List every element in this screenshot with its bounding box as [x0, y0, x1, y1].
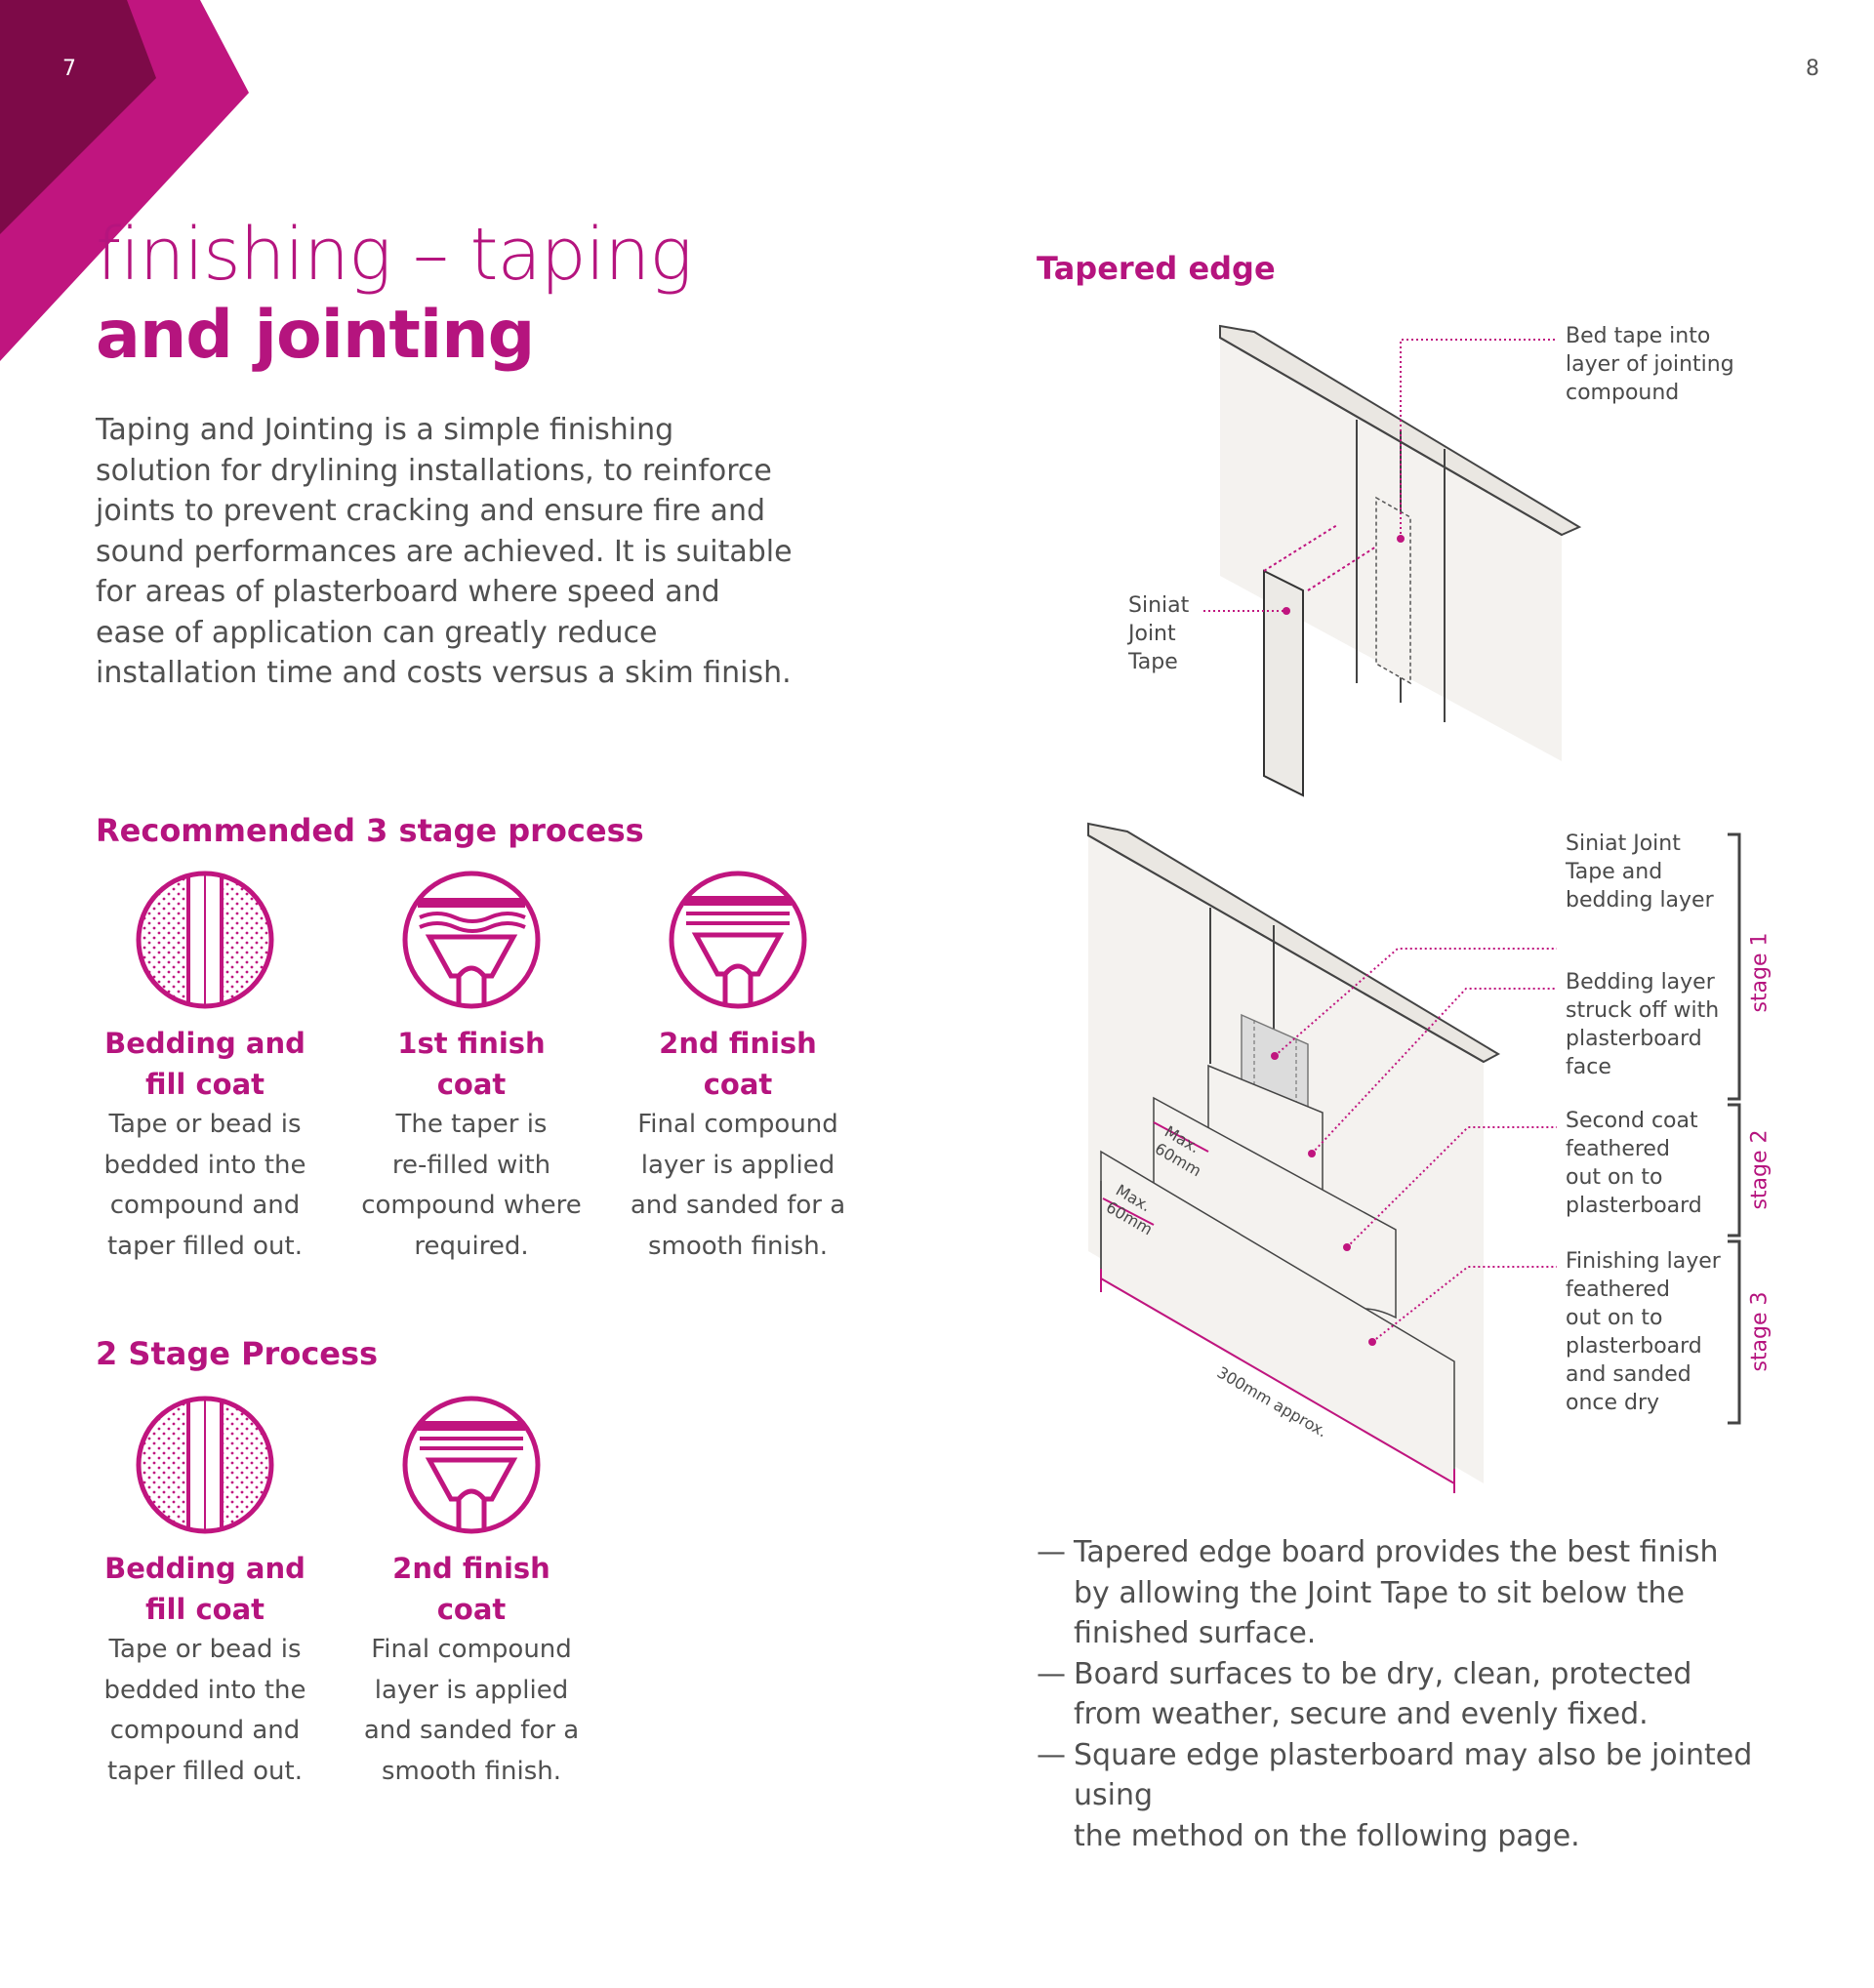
- bullet-dash: —: [1037, 1656, 1066, 1691]
- stage-1-label: stage 1: [1747, 932, 1772, 1013]
- stage-desc-line: layer is applied: [640, 1150, 835, 1180]
- page-title-line2: and jointing: [96, 297, 535, 374]
- stage-desc-line: Tape or bead is: [108, 1635, 302, 1664]
- stage-desc-line: taper filled out.: [106, 1756, 303, 1786]
- tape-bedding-icon: [136, 1396, 274, 1534]
- two-stage-heading: 2 Stage Process: [96, 1335, 379, 1372]
- label-struck-off: Bedding layer struck off with plasterboa…: [1566, 968, 1719, 1081]
- label-finishing: Finishing layer feathered out on to plas…: [1566, 1247, 1721, 1417]
- stage-card: 2nd finish coat Final compound layer is a…: [601, 867, 875, 1267]
- stage-title: coat: [436, 1068, 507, 1101]
- page-number-left: 7: [62, 57, 76, 81]
- stage-desc-line: bedded into the: [103, 1675, 306, 1705]
- tapered-edge-top-diagram: [1203, 324, 1582, 797]
- stage-3-label: stage 3: [1747, 1291, 1772, 1372]
- label-line: struck off with: [1566, 998, 1720, 1023]
- label-line: feathered: [1566, 1278, 1670, 1302]
- label-tape-bedding: Siniat Joint Tape and bedding layer: [1566, 830, 1714, 914]
- label-line: plasterboard: [1566, 1027, 1702, 1051]
- bullet-dash: —: [1037, 1535, 1066, 1569]
- label-second-coat: Second coat feathered out on to plasterb…: [1566, 1107, 1702, 1220]
- tape-bedding-icon: [136, 871, 274, 1009]
- stage-title: 2nd finish: [659, 1027, 817, 1060]
- stage-card: 1st finish coat The taper is re-filled wi…: [335, 867, 608, 1267]
- stage-2-label: stage 2: [1747, 1129, 1772, 1210]
- label-line: plasterboard: [1566, 1334, 1702, 1359]
- label-line: bedding layer: [1566, 888, 1714, 913]
- label-line: Siniat Joint: [1566, 832, 1681, 856]
- corner-decoration: [0, 0, 249, 361]
- stage-title: 2nd finish: [392, 1552, 550, 1585]
- stage-desc-line: Final compound: [637, 1110, 838, 1139]
- label-line: plasterboard: [1566, 1194, 1702, 1218]
- label-line: Tape: [1128, 650, 1178, 674]
- label-line: and sanded: [1566, 1362, 1691, 1387]
- list-item: — Tapered edge board provides the best f…: [1037, 1532, 1817, 1654]
- label-line: Finishing layer: [1566, 1249, 1721, 1274]
- tapered-edge-bottom-diagram: [1087, 822, 1741, 1493]
- bullet-line: Board surfaces to be dry, clean, protect…: [1074, 1656, 1692, 1691]
- second-finish-icon: [669, 871, 807, 1009]
- stage-card: Bedding and fill coat Tape or bead is bed…: [68, 1392, 342, 1792]
- label-line: feathered: [1566, 1137, 1670, 1161]
- bullet-dash: —: [1037, 1737, 1066, 1772]
- stage-title: coat: [703, 1068, 773, 1101]
- stage-desc-line: required.: [414, 1231, 529, 1261]
- stage-desc-line: taper filled out.: [106, 1231, 303, 1261]
- bullet-line: by allowing the Joint Tape to sit below …: [1074, 1575, 1686, 1610]
- bullet-line: from weather, secure and evenly fixed.: [1074, 1697, 1649, 1731]
- page-number-right: 8: [1806, 57, 1819, 81]
- bullet-line: Square edge plasterboard may also be joi…: [1074, 1737, 1753, 1813]
- stage-desc-line: re-filled with: [391, 1150, 551, 1180]
- label-line: Second coat: [1566, 1109, 1698, 1133]
- stage-title: fill coat: [144, 1593, 265, 1626]
- label-line: Joint: [1128, 622, 1176, 646]
- stage-title: fill coat: [144, 1068, 265, 1101]
- stage-desc-line: bedded into the: [103, 1150, 306, 1180]
- stage-title: 1st finish: [397, 1027, 546, 1060]
- stage-desc-line: smooth finish.: [382, 1756, 561, 1786]
- label-line: out on to: [1566, 1165, 1663, 1190]
- stage-desc-line: compound and: [109, 1716, 301, 1745]
- label-bed-tape: Bed tape into layer of jointing compound: [1566, 322, 1734, 407]
- label-line: once dry: [1566, 1391, 1660, 1415]
- bullet-line: finished surface.: [1074, 1616, 1317, 1650]
- stage-desc-line: compound where: [361, 1191, 582, 1220]
- label-line: face: [1566, 1055, 1611, 1079]
- label-line: out on to: [1566, 1306, 1663, 1330]
- stage-desc-line: and sanded for a: [630, 1191, 846, 1220]
- stage-title: coat: [436, 1593, 507, 1626]
- stage-title: Bedding and: [104, 1027, 306, 1060]
- notes-list: — Tapered edge board provides the best f…: [1037, 1532, 1817, 1856]
- bullet-line: Tapered edge board provides the best fin…: [1074, 1535, 1719, 1569]
- stage-card: 2nd finish coat Final compound layer is a…: [335, 1392, 608, 1792]
- label-line: Tape and: [1566, 860, 1663, 884]
- label-line: layer of jointing: [1566, 352, 1734, 377]
- stage-desc-line: Tape or bead is: [108, 1110, 302, 1139]
- label-joint-tape: Siniat Joint Tape: [1128, 591, 1189, 676]
- list-item: — Board surfaces to be dry, clean, prote…: [1037, 1654, 1817, 1735]
- label-line: Bedding layer: [1566, 970, 1715, 994]
- label-line: Siniat: [1128, 593, 1190, 618]
- list-item: — Square edge plasterboard may also be j…: [1037, 1735, 1817, 1857]
- stage-desc-line: smooth finish.: [648, 1231, 828, 1261]
- three-stage-heading: Recommended 3 stage process: [96, 812, 644, 849]
- stage-desc-line: compound and: [109, 1191, 301, 1220]
- stage-card: Bedding and fill coat Tape or bead is bed…: [68, 867, 342, 1267]
- page-title-line1: finishing – taping: [96, 213, 693, 297]
- bullet-line: the method on the following page.: [1074, 1818, 1580, 1853]
- stage-desc-line: The taper is: [395, 1110, 548, 1139]
- stage-desc-line: Final compound: [371, 1635, 572, 1664]
- stage-desc-line: and sanded for a: [363, 1716, 580, 1745]
- intro-paragraph: Taping and Jointing is a simple finishin…: [96, 413, 793, 690]
- stage-desc-line: layer is applied: [374, 1675, 569, 1705]
- stage-title: Bedding and: [104, 1552, 306, 1585]
- second-finish-icon: [402, 1396, 541, 1534]
- label-line: compound: [1566, 381, 1680, 405]
- tapered-edge-heading: Tapered edge: [1037, 250, 1276, 287]
- label-line: Bed tape into: [1566, 324, 1711, 348]
- first-finish-icon: [402, 871, 541, 1009]
